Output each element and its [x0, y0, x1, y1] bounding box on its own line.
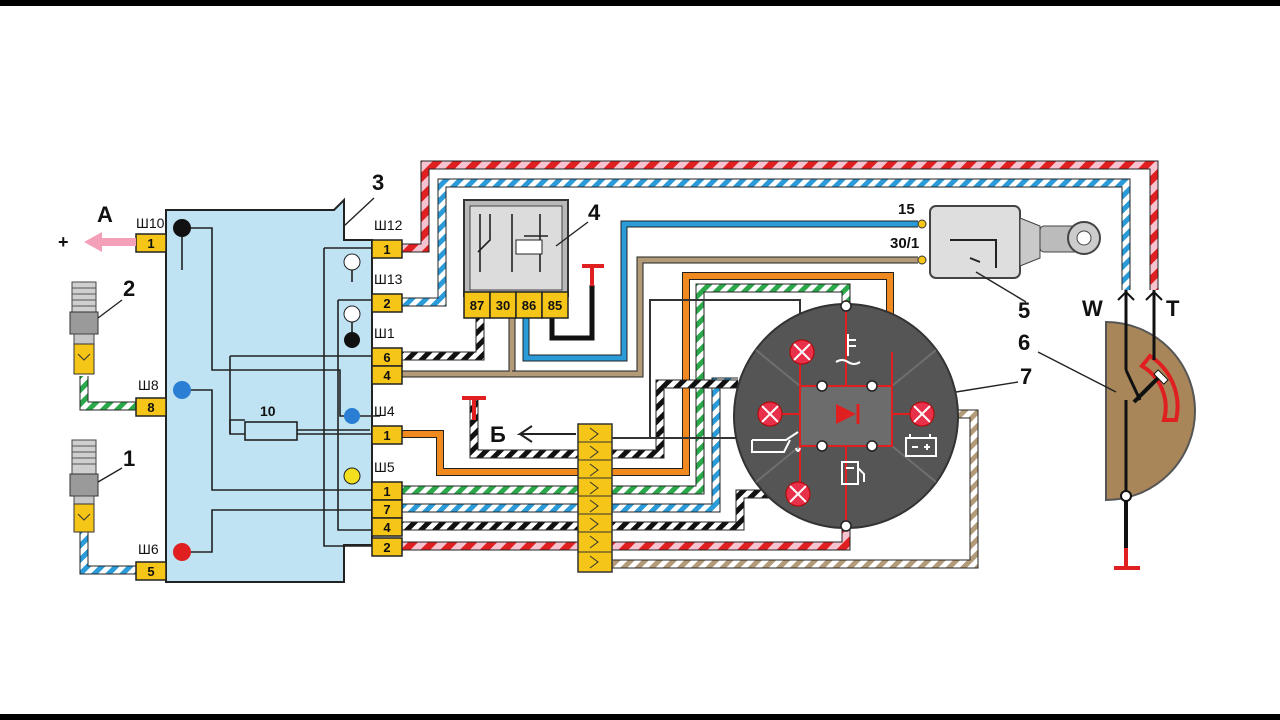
callout-3: 3	[372, 170, 384, 195]
label-b: Б	[490, 422, 506, 447]
connector-sh4: Ш4	[374, 403, 395, 419]
pin-sh13: 2	[383, 296, 390, 311]
output-b: Б	[490, 422, 576, 447]
connector-sh13: Ш13	[374, 271, 403, 287]
relay-pin-boxes	[463, 291, 569, 319]
connector-sh12: Ш12	[374, 217, 403, 233]
pin-sh4: 1	[383, 428, 390, 443]
pin-sh5b: 7	[383, 502, 390, 517]
indicator-black-2	[344, 332, 360, 348]
control-unit-3	[165, 197, 380, 583]
pin-labels: 1 8 5 1 2 6 4 1 1 7 4 2	[147, 236, 391, 579]
relay-pin-87: 87	[470, 298, 484, 313]
relay-4	[463, 199, 569, 297]
warning-panel-7	[733, 300, 959, 532]
pin-sh1a: 6	[383, 350, 390, 365]
connector-sh10: Ш10	[136, 215, 165, 231]
pin-sh5a: 1	[383, 484, 390, 499]
ignition-terminals: 15 30/1	[890, 201, 919, 252]
callout-2: 2	[123, 276, 135, 301]
pin-sh5c: 4	[383, 520, 391, 535]
relay-pin-86: 86	[522, 298, 536, 313]
indicator-red	[173, 543, 191, 561]
indicator-blue-2	[344, 408, 360, 424]
relay-pin-30: 30	[496, 298, 510, 313]
coolant-temperature-icon	[835, 334, 861, 365]
callout-5: 5	[1018, 298, 1030, 323]
indicator-black	[173, 219, 191, 237]
fuel-icon	[841, 461, 865, 485]
callout-leaders	[97, 197, 1117, 483]
callout-7: 7	[1020, 364, 1032, 389]
terminal-30-1: 30/1	[890, 235, 919, 252]
key-icon	[1039, 221, 1101, 255]
connector-labels: Ш10 Ш12 Ш13 Ш1 Ш4 Ш5 Ш8 Ш6	[136, 215, 403, 557]
resistor-10	[244, 421, 298, 441]
pin-sh5d: 2	[383, 540, 390, 555]
label-a: А	[97, 202, 113, 227]
pin-boxes	[135, 233, 403, 581]
terminal-t: T	[1166, 296, 1180, 321]
connector-sh1: Ш1	[374, 325, 395, 341]
pin-sh12: 1	[383, 242, 390, 257]
connector-block	[577, 423, 613, 573]
sensor-2	[69, 281, 99, 375]
label-plus: +	[58, 232, 69, 252]
battery-icon	[905, 434, 937, 457]
ground-icon	[462, 264, 1140, 570]
diode-icon	[836, 404, 860, 424]
oil-pressure-icon	[751, 431, 801, 453]
callout-numbers: 1 2 3 4 5 6 7 10	[123, 170, 1032, 471]
temperature-gauge-6	[1105, 290, 1196, 502]
terminal-15: 15	[898, 201, 915, 218]
callout-10: 10	[260, 403, 276, 419]
callout-4: 4	[588, 200, 601, 225]
indicator-white-2	[343, 305, 361, 323]
sensor-1	[69, 439, 99, 533]
pin-sh6: 5	[147, 564, 154, 579]
relay-pin-85: 85	[548, 298, 562, 313]
indicator-white-1	[343, 253, 361, 271]
wires	[79, 160, 1159, 575]
gauge-terminals: W T	[1082, 296, 1180, 321]
output-a: А +	[58, 202, 136, 252]
callout-6: 6	[1018, 330, 1030, 355]
terminal-w: W	[1082, 296, 1103, 321]
indicator-yellow	[343, 467, 361, 485]
pin-sh10: 1	[147, 236, 154, 251]
ignition-switch-5	[917, 205, 1101, 279]
connector-sh6: Ш6	[138, 541, 159, 557]
callout-1: 1	[123, 446, 135, 471]
connector-sh5: Ш5	[374, 459, 395, 475]
pin-sh1b: 4	[383, 368, 391, 383]
relay-pins: 87 30 86 85	[470, 298, 562, 313]
indicator-blue	[173, 381, 191, 399]
connector-sh8: Ш8	[138, 377, 159, 393]
pin-sh8: 8	[147, 400, 154, 415]
